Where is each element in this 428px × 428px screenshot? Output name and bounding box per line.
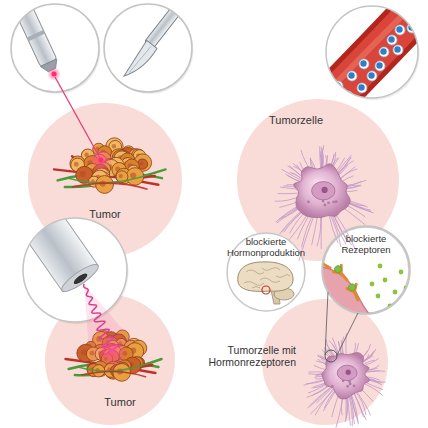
node-text-block: blockierte Rezeptoren <box>326 234 406 256</box>
drug-particle <box>407 23 417 33</box>
node-label: Tumorzelle mit Hormonrezeptoren <box>201 344 296 368</box>
zoom-background <box>11 4 99 92</box>
scalpel <box>120 0 199 82</box>
laser-pen <box>4 0 60 74</box>
vessel-wall <box>318 0 428 112</box>
laser-body <box>4 0 57 67</box>
drug-particle <box>333 81 343 91</box>
drug-particle <box>393 45 403 55</box>
drug-core <box>388 36 394 42</box>
zoom-border <box>104 4 192 92</box>
drug-core <box>376 62 382 68</box>
vessel-highlight <box>326 4 414 94</box>
circle-outline <box>27 102 183 258</box>
node-label: blockierte Rezeptoren <box>326 234 406 256</box>
node-text-block: blockierte Hormonproduktion <box>218 237 314 259</box>
node-text-block: Tumor <box>55 208 155 221</box>
drug-particle <box>367 71 377 81</box>
zoom-background <box>326 6 418 98</box>
device-face <box>59 260 102 295</box>
node-label: Tumorzelle <box>256 114 336 127</box>
drug-core <box>368 72 374 78</box>
drug-core <box>380 48 386 54</box>
drug-particle <box>387 35 397 45</box>
zoom-content <box>4 0 61 81</box>
node-label: Tumor <box>55 208 155 221</box>
zoom-content <box>318 0 428 112</box>
zoom-border <box>326 6 418 98</box>
drug-core <box>358 84 364 90</box>
zoom-border <box>322 226 410 314</box>
laser-ring <box>27 30 45 41</box>
zoom-content <box>120 0 199 82</box>
vessel-lumen <box>318 0 428 112</box>
scalpel-edge <box>129 46 151 73</box>
zoom-shadow <box>106 6 194 94</box>
zoom-circle: blockierte Rezeptoren <box>322 226 410 314</box>
laser-tip <box>40 59 60 74</box>
circle-shape <box>28 103 182 257</box>
drug-core <box>396 26 402 32</box>
scalpel-handle <box>145 0 197 48</box>
drug-particle <box>357 83 367 93</box>
zoom-circle: blockierte Hormonproduktion <box>226 232 306 312</box>
drug-particle <box>395 25 405 35</box>
drug-core <box>394 46 400 52</box>
drug-particle <box>375 61 385 71</box>
drug-core <box>408 24 414 30</box>
device-lens <box>72 272 89 286</box>
drug-particle <box>347 71 357 81</box>
zoom-shadow <box>328 8 420 100</box>
circle-shape <box>323 227 409 313</box>
drug-particle <box>343 91 353 101</box>
tumor-area-circle: Tumor <box>27 102 183 258</box>
node-label: blockierte Hormonproduktion <box>218 237 314 259</box>
node-label: Tumor <box>90 396 150 409</box>
drug-core <box>344 92 350 98</box>
tumor-cell-circle: Tumorzelle mit Hormonrezeptoren <box>261 298 389 426</box>
node-text-block: Tumorzelle mit Hormonrezeptoren <box>201 344 296 368</box>
drug-core <box>334 82 340 88</box>
drug-core <box>348 72 354 78</box>
zoom-border <box>11 4 99 92</box>
tumor-area-circle: Tumor <box>44 294 176 426</box>
laser-dot <box>52 72 57 77</box>
zoom-background <box>104 4 192 92</box>
drug-particle <box>379 47 389 57</box>
drug-particle <box>359 59 369 69</box>
node-text-block: Tumor <box>90 396 150 409</box>
circle-shape <box>45 295 175 425</box>
laser-glow <box>47 67 61 81</box>
zoom-shadow <box>13 6 101 94</box>
scalpel-blade <box>121 40 158 81</box>
node-text-block: Tumorzelle <box>256 114 336 127</box>
drug-core <box>360 60 366 66</box>
